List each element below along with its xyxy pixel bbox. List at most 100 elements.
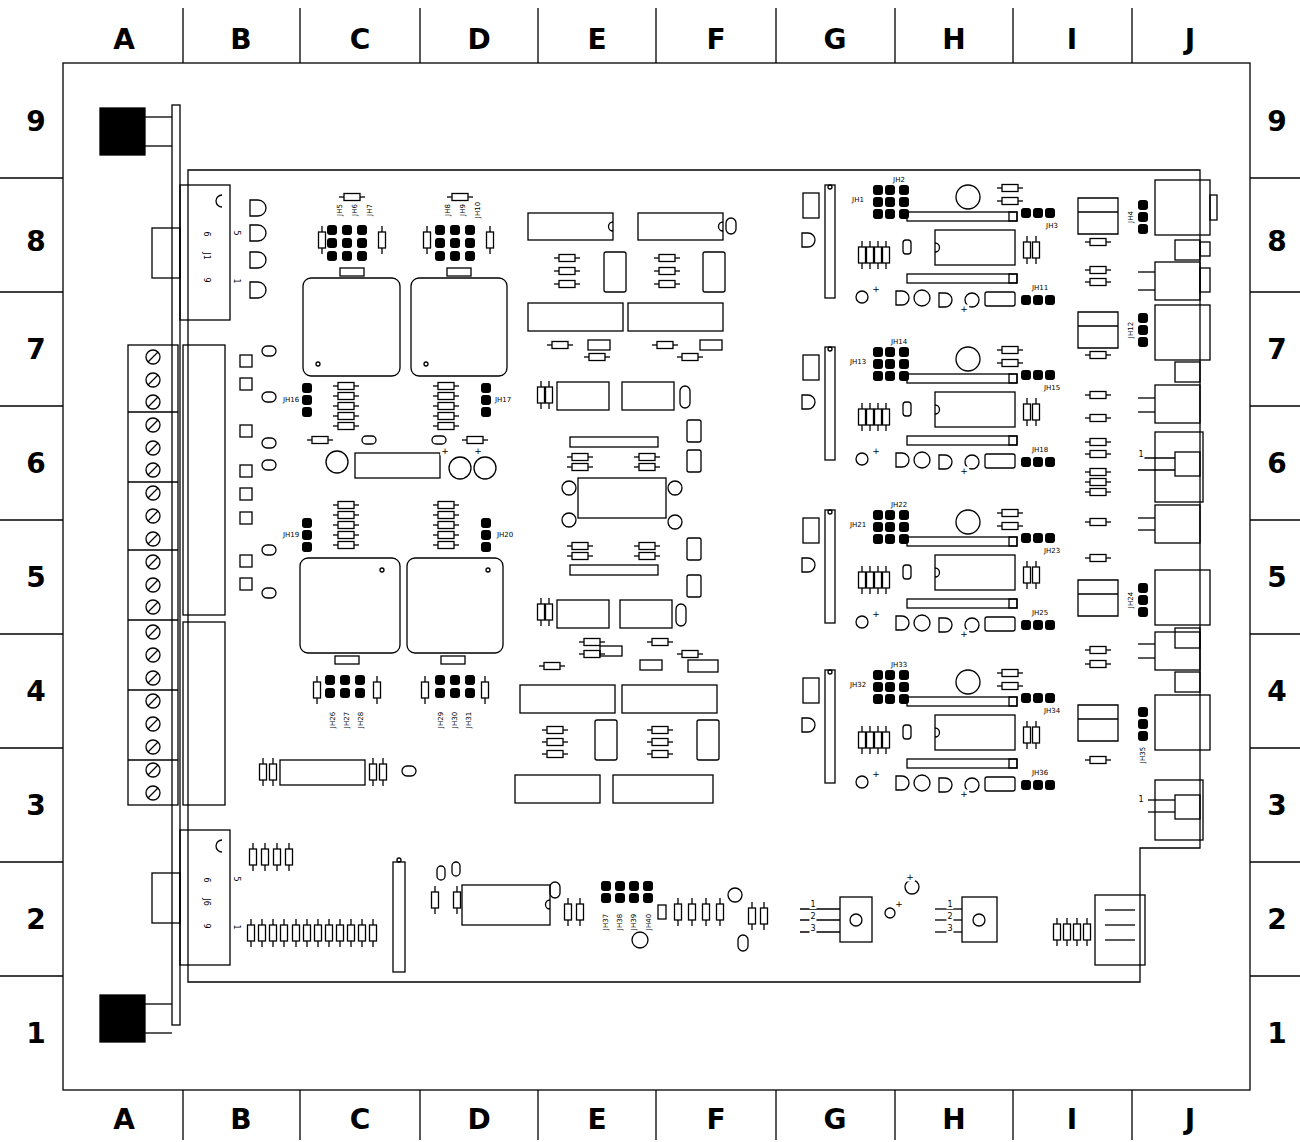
grid-column-letter: D: [467, 1106, 490, 1134]
jumper-label: JH37: [603, 913, 610, 931]
jumper-label: JH1: [851, 197, 865, 204]
polarity-mark: +: [959, 790, 969, 799]
jumper-label: JH8: [445, 203, 452, 217]
polarity-mark: +: [959, 305, 969, 314]
connector-pin-label: 5: [232, 875, 240, 882]
grid-row-number: 5: [1267, 564, 1286, 592]
jumper-label: JH28: [358, 711, 365, 729]
polarity-mark: +: [871, 285, 881, 294]
connector-pin-label: J1: [202, 251, 210, 260]
grid-row-number: 8: [26, 228, 45, 256]
jumper-label: JH23: [1043, 548, 1061, 555]
grid-column-letter: F: [706, 26, 725, 54]
jumper-label: JH39: [631, 913, 638, 931]
grid-column-letter: G: [824, 26, 847, 54]
polarity-mark: +: [871, 447, 881, 456]
polarity-mark: +: [871, 770, 881, 779]
grid-row-number: 5: [26, 564, 45, 592]
grid-row-number: 9: [1267, 108, 1286, 136]
pin-number: 2: [809, 913, 816, 921]
jumper-label: JH22: [890, 502, 908, 509]
jumper-label: JH25: [1031, 610, 1049, 617]
grid-row-number: 6: [26, 450, 45, 478]
jumper-label: JH3: [1045, 223, 1059, 230]
connector-pin-label: 5: [232, 229, 240, 236]
polarity-mark: +: [959, 467, 969, 476]
jumper-label: JH30: [452, 711, 459, 729]
grid-column-letter: A: [113, 1106, 135, 1134]
grid-column-letter: C: [350, 1106, 371, 1134]
connector-pin-label: 6: [202, 230, 210, 237]
pin-number: 3: [946, 925, 953, 933]
polarity-mark: +: [871, 610, 881, 619]
grid-column-letter: B: [230, 26, 251, 54]
jumper-label: JH13: [849, 359, 867, 366]
pin-number: 3: [809, 925, 816, 933]
grid-column-letter: D: [467, 26, 490, 54]
grid-row-number: 1: [26, 1020, 45, 1048]
jumper-label: JH6: [352, 203, 359, 217]
grid-row-number: 9: [26, 108, 45, 136]
connector-pin-label: 1: [232, 923, 240, 930]
grid-column-letter: H: [942, 1106, 965, 1134]
pin-number: 1: [946, 901, 953, 909]
jumper-label: JH36: [1031, 770, 1049, 777]
pin-number: 1: [1137, 796, 1144, 804]
jumper-label: JH15: [1043, 385, 1061, 392]
grid-column-letter: B: [230, 1106, 251, 1134]
grid-column-letter: E: [587, 1106, 606, 1134]
jumper-label: JH38: [617, 913, 624, 931]
grid-row-number: 2: [1267, 906, 1286, 934]
jumper-label: JH5: [337, 203, 344, 217]
connector-pin-label: 9: [202, 276, 210, 283]
jumper-label: JH35: [1140, 746, 1147, 764]
grid-column-letter: E: [587, 26, 606, 54]
polarity-mark: +: [905, 873, 915, 882]
polarity-mark: +: [959, 630, 969, 639]
grid-row-number: 3: [1267, 792, 1286, 820]
grid-column-letter: C: [350, 26, 371, 54]
connector-pin-label: J6: [202, 897, 210, 906]
grid-column-letter: J: [1185, 1106, 1195, 1134]
jumper-label: JH2: [892, 177, 906, 184]
jumper-label: JH31: [466, 711, 473, 729]
jumper-label: JH11: [1031, 285, 1049, 292]
grid-column-letter: F: [706, 1106, 725, 1134]
jumper-label: JH14: [890, 339, 908, 346]
connector-pin-label: 1: [232, 277, 240, 284]
polarity-mark: +: [473, 447, 483, 456]
jumper-label: JH32: [849, 682, 867, 689]
jumper-label: JH21: [849, 522, 867, 529]
grid-row-number: 7: [26, 336, 45, 364]
jumper-label: JH20: [496, 532, 514, 539]
pin-number: 2: [946, 913, 953, 921]
grid-row-number: 4: [1267, 678, 1286, 706]
jumper-label: JH17: [494, 397, 512, 404]
pin-number: 1: [1137, 451, 1144, 459]
grid-row-number: 7: [1267, 336, 1286, 364]
jumper-label: JH40: [646, 913, 653, 931]
grid-row-number: 2: [26, 906, 45, 934]
jumper-label: JH26: [330, 711, 337, 729]
grid-row-number: 3: [26, 792, 45, 820]
grid-column-letter: H: [942, 26, 965, 54]
polarity-mark: +: [440, 447, 450, 456]
grid-column-letter: G: [824, 1106, 847, 1134]
pin-number: 1: [809, 901, 816, 909]
jumper-label: JH7: [367, 203, 374, 217]
jumper-label: JH10: [475, 201, 482, 219]
grid-row-number: 8: [1267, 228, 1286, 256]
jumper-label: JH33: [890, 662, 908, 669]
connector-pin-label: 6: [202, 876, 210, 883]
jumper-label: JH27: [344, 711, 351, 729]
jumper-label: JH9: [460, 203, 467, 217]
jumper-label: JH18: [1031, 447, 1049, 454]
jumper-label: JH4: [1128, 210, 1135, 224]
jumper-label: JH34: [1043, 708, 1061, 715]
grid-column-letter: I: [1067, 26, 1077, 54]
grid-column-letter: I: [1067, 1106, 1077, 1134]
grid-row-number: 6: [1267, 450, 1286, 478]
grid-row-number: 4: [26, 678, 45, 706]
grid-row-number: 1: [1267, 1020, 1286, 1048]
